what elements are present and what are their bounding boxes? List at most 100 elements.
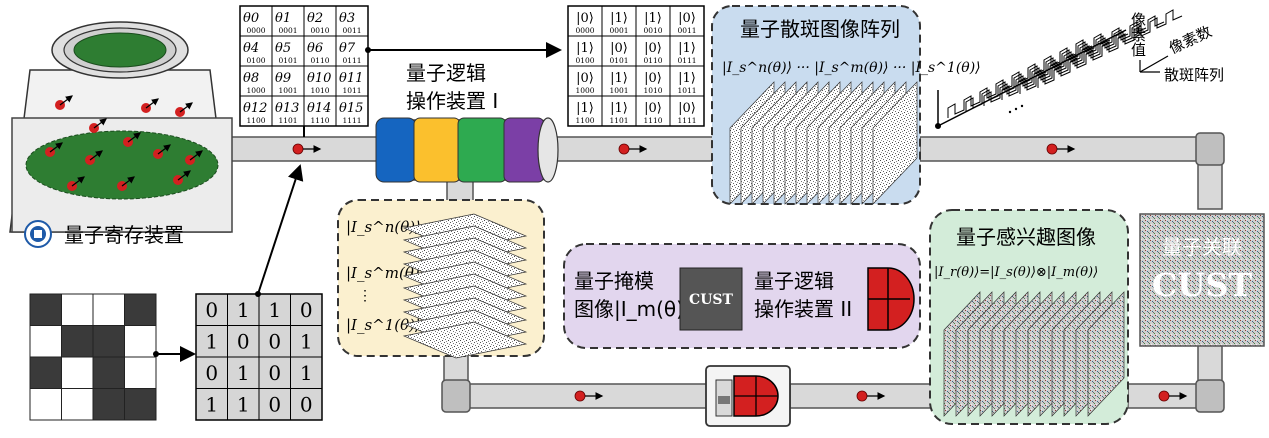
pixel-step-line	[947, 39, 1093, 118]
theta-symbol: θ0	[243, 11, 259, 26]
ket-bits: 0111	[677, 56, 696, 65]
binary-digit: 1	[205, 393, 218, 417]
op2-label-line2: 操作装置 II	[754, 297, 852, 321]
roi-panel: 量子感兴趣图像 |I_r(θ)⟩=|I_s(θ)⟩⊗|I_m(θ)⟩	[929, 209, 1129, 425]
theta-bits: 0110	[310, 56, 329, 65]
pixel-step-line	[983, 27, 1129, 106]
pattern-cell	[124, 293, 157, 326]
theta-bits: 0111	[342, 56, 361, 65]
quantum-correlation-box: 量子关联 CUST	[1139, 213, 1265, 347]
theta-bits: 0000	[246, 26, 265, 35]
ket-bits: 1010	[643, 86, 662, 95]
theta-symbol: θ1	[275, 11, 291, 26]
binary-digit: 0	[268, 330, 281, 354]
pixel-step-line	[1001, 21, 1147, 100]
ket-symbol: |0⟩	[678, 101, 696, 116]
theta-symbol: θ3	[339, 11, 355, 26]
pixel-step-series	[947, 9, 1183, 118]
pattern-cell	[61, 325, 94, 358]
stack-label-m: |I_s^m(θ)⟩	[346, 264, 426, 282]
corr-cust: CUST	[1152, 266, 1252, 304]
corr-title: 量子关联	[1162, 235, 1242, 259]
theta-bits: 1111	[342, 116, 361, 125]
theta-symbol: θ2	[307, 11, 323, 26]
pattern-cell	[92, 293, 125, 326]
theta-symbol: θ9	[275, 71, 291, 86]
theta-symbol: θ5	[275, 41, 291, 56]
theta-bits: 1010	[310, 86, 329, 95]
roi-formula: |I_r(θ)⟩=|I_s(θ)⟩⊗|I_m(θ)⟩	[934, 265, 1098, 280]
op2-gate-icon	[867, 267, 915, 331]
ket-bits: 0011	[677, 26, 696, 35]
storage-top-liquid	[73, 32, 167, 68]
ket-bits: 0101	[609, 56, 628, 65]
pattern-cell	[29, 388, 62, 421]
binary-digit: 0	[268, 393, 281, 417]
theta-bits: 1011	[342, 86, 361, 95]
theta-bits: 0101	[278, 56, 297, 65]
binary-digit: 1	[300, 330, 313, 354]
tube-corner-tr	[1195, 132, 1225, 166]
theta-symbol: θ6	[307, 41, 323, 56]
mask-panel: 量子掩模 图像|I_m(θ)⟩ CUST 量子逻辑 操作装置 II	[563, 243, 921, 349]
ket-grid: |0⟩0000|1⟩0001|1⟩0010|0⟩0011|1⟩0100|0⟩01…	[567, 5, 705, 127]
ket-symbol: |0⟩	[644, 101, 662, 116]
theta-symbol: θ14	[307, 101, 331, 116]
ellipsis-dot	[1014, 107, 1018, 111]
flat-image-stack	[402, 213, 528, 359]
ket-symbol: |1⟩	[576, 41, 594, 56]
mask-label-line2: 图像|I_m(θ)⟩	[574, 297, 692, 321]
ket-cells: |0⟩0000|1⟩0001|1⟩0010|0⟩0011|1⟩0100|0⟩01…	[575, 11, 696, 125]
tube-corner-br	[1195, 379, 1225, 413]
binary-digit: 0	[300, 393, 313, 417]
ket-symbol: |1⟩	[576, 101, 594, 116]
theta-bits: 0100	[246, 56, 265, 65]
ket-bits: 1110	[643, 116, 662, 125]
theta-bits: 1100	[246, 116, 265, 125]
theta-symbol: θ13	[275, 101, 299, 116]
mask-cust-text: CUST	[689, 292, 733, 308]
pattern-cell	[124, 356, 157, 389]
pattern-cell	[29, 356, 62, 389]
pixel-step-line	[1037, 9, 1183, 88]
ket-symbol: |0⟩	[644, 71, 662, 86]
theta-symbol: θ10	[307, 71, 331, 86]
theta-symbol: θ8	[243, 71, 259, 86]
theta-symbol: θ15	[339, 101, 363, 116]
particle-6	[1158, 390, 1188, 402]
op1-ring-yellow	[413, 117, 461, 183]
pattern-cell	[61, 293, 94, 326]
speckle-title: 量子散斑图像阵列	[740, 17, 900, 41]
binary-pattern-image	[29, 293, 157, 421]
binary-digit: 1	[237, 361, 250, 385]
pattern-cell	[29, 293, 62, 326]
particles	[292, 143, 1188, 402]
flat-sheet	[402, 321, 528, 359]
binary-digit: 1	[205, 330, 218, 354]
stack-label-1: |I_s^1(θ)⟩	[346, 316, 421, 334]
pattern-cell	[29, 325, 62, 358]
pattern-cell	[92, 388, 125, 421]
particle-5	[856, 390, 886, 402]
ket-bits: 1101	[609, 116, 628, 125]
binary-digit: 0	[205, 361, 218, 385]
ket-symbol: |1⟩	[610, 101, 628, 116]
speckle-image-stack	[729, 81, 918, 205]
binary-digit: 1	[237, 298, 250, 322]
svg-text:⋮: ⋮	[358, 288, 372, 304]
op1-label-line2: 操作装置 I	[406, 89, 498, 113]
ellipsis-dot	[1008, 110, 1012, 114]
mask-label-line1: 量子掩模	[574, 269, 654, 293]
cust-logo-icon	[24, 220, 52, 248]
ket-bits: 1100	[575, 116, 594, 125]
binary-digit: 0	[205, 298, 218, 322]
ellipsis-dot	[1020, 104, 1024, 108]
theta-symbol: θ4	[243, 41, 259, 56]
ket-symbol: |1⟩	[678, 71, 696, 86]
theta-grid: θ00000θ10001θ20010θ30011θ40100θ50101θ601…	[239, 5, 369, 127]
pixel-step-line	[1019, 15, 1165, 94]
ket-symbol: |1⟩	[678, 41, 696, 56]
ket-bits: 0010	[643, 26, 662, 35]
